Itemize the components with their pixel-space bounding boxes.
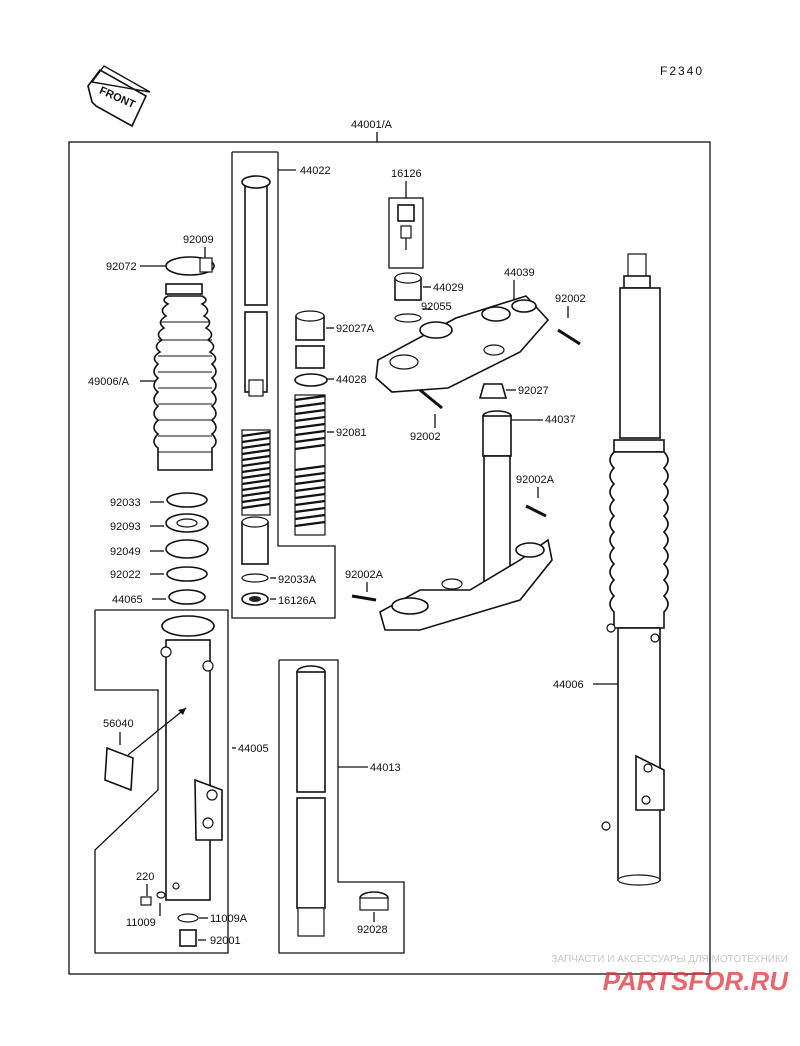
part-44039-upper-clamp (375, 295, 550, 393)
watermark-brand: PARTSFOR.RU (603, 966, 790, 996)
part-label-92027A: 92027A (336, 323, 375, 335)
front-arrow-icon: FRONT (87, 65, 151, 128)
part-label-92093: 92093 (110, 521, 141, 533)
part-label-56040: 56040 (103, 718, 134, 730)
part-label-44037: 44037 (545, 414, 576, 426)
part-label-44022: 44022 (300, 165, 331, 177)
part-44022-tube (241, 175, 271, 397)
part-label-92049: 92049 (110, 546, 141, 558)
part-label-44039: 44039 (504, 267, 535, 279)
part-label-220: 220 (136, 871, 154, 883)
part-label-49006A: 49006/A (88, 376, 130, 388)
part-44005-outer-tube (160, 615, 223, 901)
part-label-92033: 92033 (110, 497, 141, 509)
part-label-16126: 16126 (391, 168, 422, 180)
part-label-11009A: 11009A (210, 913, 248, 925)
part-label-92028: 92028 (357, 924, 388, 936)
part-label-16126A: 16126A (278, 595, 317, 607)
part-label-11009: 11009 (126, 917, 156, 929)
part-label-44029: 44029 (433, 282, 464, 294)
part-label-92002A-a: 92002A (516, 474, 555, 486)
diagram-code: F2340 (660, 64, 704, 78)
part-label-92081: 92081 (336, 427, 367, 439)
part-49006A-boot (153, 283, 217, 471)
watermark-tagline: ЗАПЧАСТИ И АКСЕССУАРЫ ДЛЯ МОТОТЕХНИКИ (551, 954, 788, 965)
part-label-92022: 92022 (110, 569, 141, 581)
part-44037-steering-stem (379, 410, 553, 631)
part-label-44006: 44006 (553, 679, 584, 691)
part-spring-small (241, 429, 271, 516)
part-label-92055: 92055 (421, 301, 452, 313)
part-label-92002-b: 92002 (410, 431, 441, 443)
part-label-92072: 92072 (106, 261, 137, 273)
part-44013-inner-tube (296, 665, 326, 937)
part-label-44013: 44013 (370, 762, 401, 774)
part-92081-spring (294, 394, 326, 536)
part-label-44005: 44005 (238, 743, 269, 755)
assembly-frame (68, 141, 711, 975)
part-label-44065: 44065 (112, 594, 143, 606)
part-label-92009: 92009 (183, 234, 214, 246)
part-44006-fork-assembly (601, 253, 669, 886)
part-label-44028: 44028 (336, 374, 367, 386)
part-label-92027: 92027 (518, 385, 549, 397)
part-92072-clamp (165, 256, 215, 276)
part-label-92002A-b: 92002A (345, 569, 384, 581)
part-label-92002-a: 92002 (555, 293, 586, 305)
assembly-code-label: 44001/A (351, 119, 393, 131)
part-label-92001: 92001 (210, 935, 241, 947)
part-label-92033A: 92033A (278, 574, 317, 586)
